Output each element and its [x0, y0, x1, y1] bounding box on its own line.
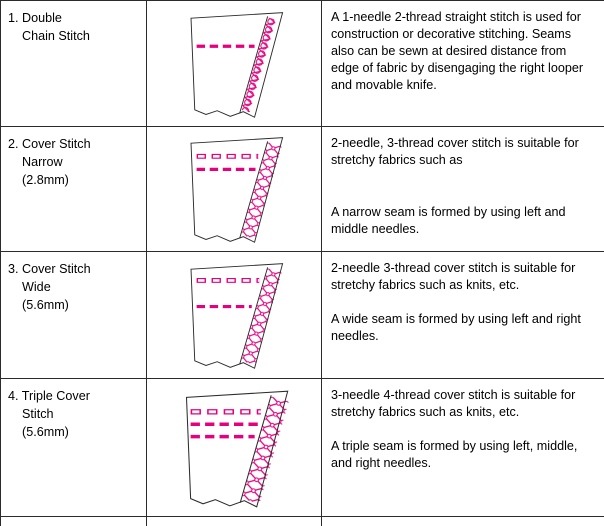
triple-cover-stitch-illustration: [185, 390, 289, 508]
stitch-title-line: 1. Double: [8, 11, 62, 25]
stitch-title-line: 3. Cover Stitch: [8, 262, 91, 276]
stitch-title-line: 4. Triple Cover: [8, 389, 90, 403]
stitch-description: 2-needle 3-thread cover stitch is suitab…: [331, 261, 576, 292]
stitch-title-line: (2.8mm): [22, 172, 69, 187]
fold-edge-line: [239, 394, 272, 503]
stitch-description-cell-3: 2-needle 3-thread cover stitch is suitab…: [322, 252, 604, 379]
fabric-shape: [191, 12, 283, 117]
stitch-illustration-cell-1: [147, 1, 322, 127]
stitch-description: A triple seam is formed by using left, m…: [331, 438, 578, 470]
fold-edge-line: [239, 141, 269, 239]
stitch-description: 3-needle 4-thread cover stitch is suitab…: [331, 388, 576, 419]
chain-stitch-band: [240, 16, 277, 112]
cover-stitch-band: [240, 268, 282, 365]
fabric-outline: [185, 390, 289, 508]
fabric-outline: [190, 263, 284, 369]
stitch-title-line: Wide: [22, 279, 51, 294]
stitch-title-line: Narrow: [22, 154, 63, 169]
stitch-title-line: (5.6mm): [22, 297, 69, 312]
cover-stitch-wide-illustration: [190, 263, 284, 369]
stitch-description: 2-needle, 3-thread cover stitch is suita…: [331, 136, 579, 167]
stitch-title-line: (5.6mm): [22, 424, 69, 439]
fold-edge-line: [239, 267, 269, 365]
cover-stitch-band: [240, 142, 282, 239]
next-row-stub-name-cell: [1, 517, 147, 526]
fold-edge-line: [239, 15, 269, 114]
stitch-name-cell-2: 2. Cover Stitch Narrow (2.8mm): [1, 127, 147, 252]
stitch-name-cell-4: 4. Triple Cover Stitch (5.6mm): [1, 379, 147, 517]
next-row-stub-description-cell: [322, 517, 604, 526]
cover-stitch-band: [241, 395, 289, 504]
double-chain-stitch-illustration: [190, 11, 284, 118]
stitch-title-line: 2. Cover Stitch: [8, 137, 91, 151]
stitch-name-cell-3: 3. Cover Stitch Wide (5.6mm): [1, 252, 147, 379]
cover-stitch-narrow-illustration: [190, 137, 284, 243]
stitch-description-cell-2: 2-needle, 3-thread cover stitch is suita…: [322, 127, 604, 252]
stitch-illustration-cell-4: [147, 379, 322, 517]
stitch-title-line: Stitch: [22, 406, 54, 421]
fabric-outline: [190, 11, 284, 118]
stitch-description: A narrow seam is formed by using left an…: [331, 204, 566, 236]
stitch-description: A 1-needle 2-thread straight stitch is u…: [331, 10, 584, 92]
stitch-title-line: Chain Stitch: [22, 28, 90, 43]
stitch-name-cell-1: 1. Double Chain Stitch: [1, 1, 147, 127]
fabric-outline: [190, 137, 284, 243]
stitch-illustration-cell-3: [147, 252, 322, 379]
stitch-description-cell-4: 3-needle 4-thread cover stitch is suitab…: [322, 379, 604, 517]
next-row-stub-illustration-cell: [147, 517, 322, 526]
stitch-description: A wide seam is formed by using left and …: [331, 311, 581, 343]
stitch-description-cell-1: A 1-needle 2-thread straight stitch is u…: [322, 1, 604, 127]
stitch-illustration-cell-2: [147, 127, 322, 252]
